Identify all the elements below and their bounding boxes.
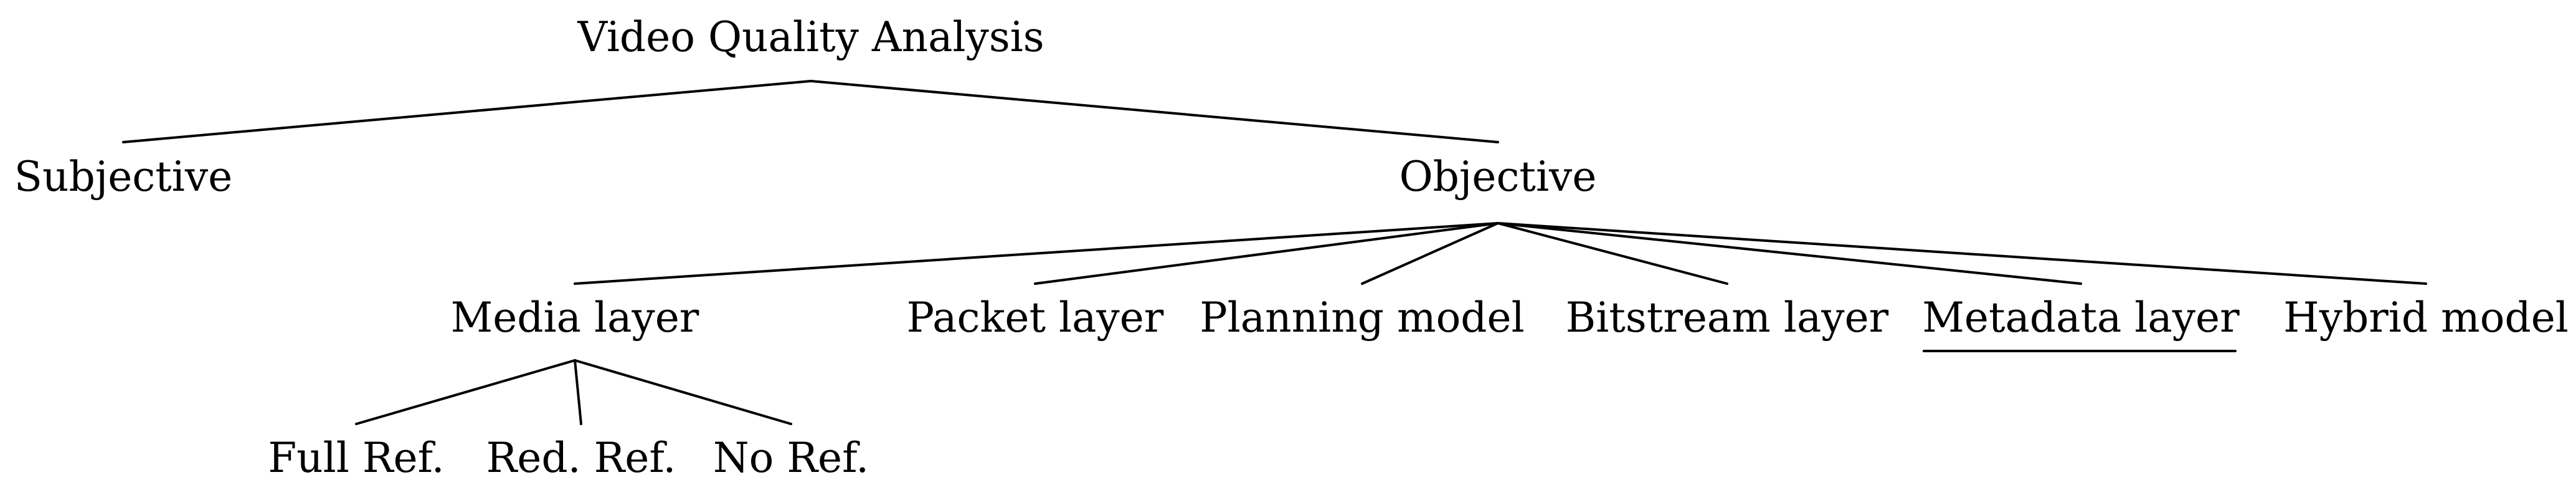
node-objective: Objective	[1399, 153, 1597, 201]
node-planning-model: Planning model	[1200, 294, 1524, 342]
edge-root-objective	[810, 80, 1499, 143]
edge-objective-planning-model	[1361, 222, 1499, 285]
edge-objective-packet-layer	[1034, 222, 1499, 285]
node-full-ref: Full Ref.	[268, 434, 444, 482]
node-no-ref: No Ref.	[713, 434, 869, 482]
edge-objective-bitstream-layer	[1497, 222, 1728, 285]
node-subjective: Subjective	[14, 153, 232, 201]
edge-objective-media-layer	[574, 222, 1499, 285]
edge-root-subjective	[122, 80, 812, 143]
node-media-layer: Media layer	[451, 294, 699, 342]
edge-media-layer-full-ref	[355, 359, 576, 425]
node-bitstream-layer: Bitstream layer	[1566, 294, 1889, 342]
node-metadata-layer: Metadata layer	[1922, 294, 2240, 342]
node-red-ref: Red. Ref.	[486, 434, 676, 482]
edge-media-layer-no-ref	[574, 359, 792, 425]
root-label: Video Quality Analysis	[577, 13, 1044, 61]
edge-media-layer-red-ref	[574, 359, 582, 425]
node-packet-layer: Packet layer	[907, 294, 1164, 342]
edge-objective-metadata-layer	[1497, 222, 2082, 285]
edge-objective-hybrid-model	[1497, 222, 2427, 285]
node-hybrid-model: Hybrid model	[2283, 294, 2569, 342]
